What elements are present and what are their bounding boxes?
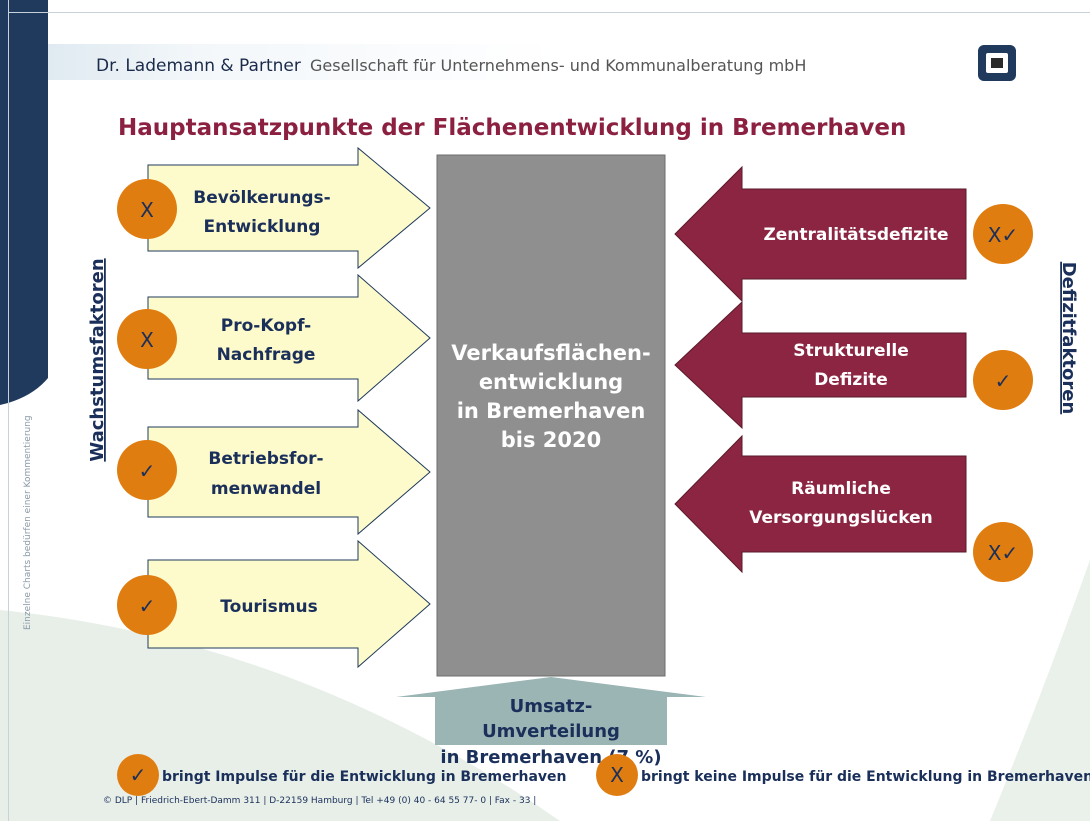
- growth-badge-4: ✓: [117, 575, 177, 635]
- frame-left-line: [8, 0, 9, 821]
- header-company-rest: Gesellschaft für Unternehmens- und Kommu…: [310, 56, 806, 75]
- center-box: Verkaufsflächen- entwicklung in Bremerha…: [436, 154, 666, 677]
- growth-badge-1: X: [117, 179, 177, 239]
- legend: ✓ bringt Impulse für die Entwicklung in …: [117, 754, 1090, 796]
- x-icon: X: [140, 328, 154, 352]
- growth-factors-label: Wachstumsfaktoren: [87, 258, 108, 461]
- deficit-arrow-2: Strukturelle Defizite: [674, 300, 967, 430]
- deficit-arrow-3: Räumliche Versorgungslücken: [674, 434, 967, 574]
- growth-badge-3: ✓: [117, 440, 177, 500]
- footer-contact: © DLP | Friedrich-Ebert-Damm 311 | D-221…: [103, 796, 536, 806]
- checkmark-icon: ✓: [139, 459, 156, 483]
- deficit-arrow-2-line1: Strukturelle: [793, 341, 909, 361]
- deficit-arrow-3-line1: Räumliche: [791, 479, 891, 499]
- frame-top-line: [8, 12, 1090, 13]
- center-line1: Verkaufsflächen-: [451, 341, 650, 365]
- bottom-arrow: Umsatz- Umverteilung in Bremerhaven (7 %…: [396, 677, 706, 768]
- left-sidebar-band: [0, 0, 48, 405]
- logo-icon: [978, 45, 1016, 81]
- x-icon: X: [610, 763, 624, 787]
- header-company-name: Dr. Lademann & Partner: [96, 56, 301, 76]
- center-line3: in Bremerhaven: [457, 399, 646, 423]
- growth-badge-2: X: [117, 309, 177, 369]
- center-line4: bis 2020: [501, 428, 602, 452]
- legend-x-badge: [596, 754, 638, 796]
- growth-arrow-3-line2: menwandel: [211, 479, 321, 499]
- legend-x-text: bringt keine Impulse für die Entwicklung…: [641, 769, 1090, 785]
- deficit-arrow-2-line2: Defizite: [814, 370, 888, 390]
- growth-arrow-2: Pro-Kopf- Nachfrage: [147, 273, 431, 403]
- deficit-badge-3: X✓: [973, 522, 1033, 582]
- growth-arrow-3-line1: Betriebsfor-: [208, 449, 323, 469]
- deficit-badge-1: X✓: [973, 204, 1033, 264]
- side-note: Einzelne Charts bedürfen einer Kommentie…: [23, 415, 33, 630]
- deficit-arrow-1: Zentralitätsdefizite: [674, 165, 967, 303]
- center-line2: entwicklung: [479, 370, 623, 394]
- deficit-badge-2: ✓: [973, 350, 1033, 410]
- checkmark-icon: ✓: [139, 594, 156, 618]
- growth-arrow-4: Tourismus: [147, 539, 431, 669]
- checkmark-icon: ✓: [995, 369, 1012, 393]
- deficit-factors-label: Defizitfaktoren: [1058, 262, 1079, 415]
- growth-arrow-3: Betriebsfor- menwandel: [147, 408, 431, 536]
- growth-arrow-1-line1: Bevölkerungs-: [193, 188, 330, 208]
- growth-arrow-1: Bevölkerungs- Entwicklung: [147, 146, 431, 270]
- legend-check-text: bringt Impulse für die Entwicklung in Br…: [162, 769, 566, 785]
- deficit-arrow-1-line1: Zentralitätsdefizite: [763, 225, 948, 245]
- growth-arrow-2-line1: Pro-Kopf-: [221, 316, 311, 336]
- legend-check-badge: [117, 754, 159, 796]
- growth-arrow-1-line2: Entwicklung: [204, 217, 321, 237]
- growth-arrow-2-line2: Nachfrage: [217, 345, 316, 365]
- page-title: Hauptansatzpunkte der Flächenentwicklung…: [118, 115, 906, 141]
- deficit-arrow-3-line2: Versorgungslücken: [749, 508, 932, 528]
- bottom-line1: Umsatz-: [510, 696, 593, 717]
- x-check-icon: X✓: [988, 541, 1018, 565]
- x-icon: X: [140, 198, 154, 222]
- bottom-line2: Umverteilung: [482, 721, 620, 742]
- checkmark-icon: ✓: [130, 763, 147, 787]
- growth-arrow-4-line1: Tourismus: [220, 597, 317, 617]
- x-check-icon: X✓: [988, 223, 1018, 247]
